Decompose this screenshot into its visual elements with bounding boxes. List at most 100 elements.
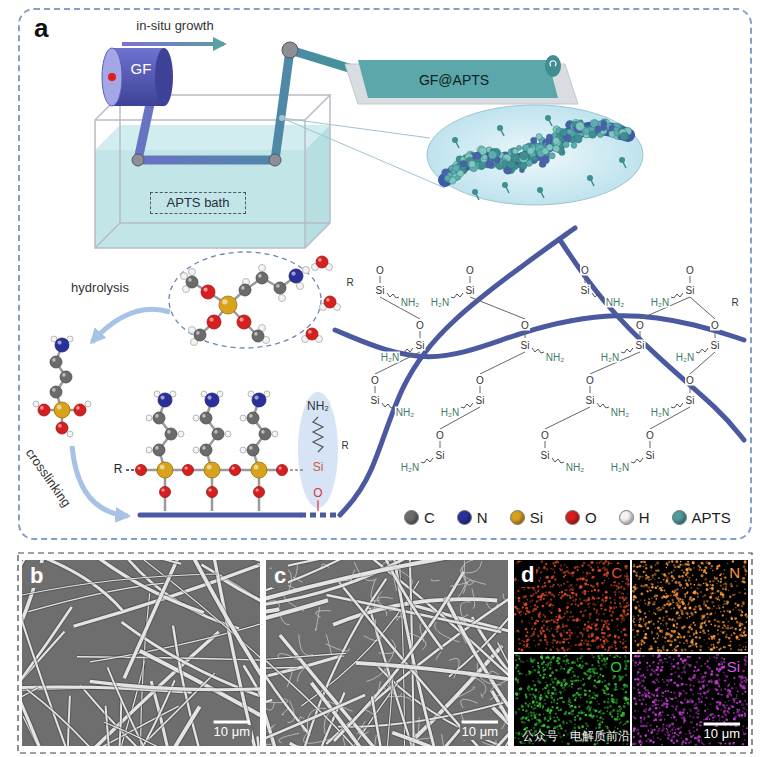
group-label: R: [340, 440, 349, 451]
group-label: H₂N: [440, 407, 460, 418]
legend-swatch: [510, 510, 525, 525]
atom-label: Si: [585, 395, 596, 406]
atom-label: Si: [465, 285, 476, 296]
atom-label: O: [475, 375, 485, 386]
eds-map-image: [514, 654, 630, 746]
element-label: Si: [725, 658, 742, 675]
atom-label: Si: [520, 340, 531, 351]
sem-panel: c10 μm: [266, 560, 508, 746]
legend-item: O: [565, 509, 597, 526]
atom-label: O: [585, 375, 595, 386]
atom-label: Si: [685, 285, 696, 296]
eds-map: Si 10 μm: [632, 654, 748, 746]
group-label: NH₂: [306, 400, 330, 413]
legend-text: Si: [530, 509, 543, 526]
element-label: N: [727, 564, 742, 581]
legend-item: APTS: [672, 509, 731, 526]
panel-letter: b: [28, 563, 45, 588]
panel-frame: aGFAPTS bathGF@APTS: [18, 8, 752, 540]
atom-label: O: [685, 265, 695, 276]
scale-bar: [214, 721, 250, 724]
atom-label: O: [685, 375, 695, 386]
group-label: NH₂: [565, 462, 585, 473]
eds-map-image: [514, 560, 630, 652]
element-label: C: [609, 564, 624, 581]
legend-swatch: [565, 510, 580, 525]
sem-image: [22, 560, 260, 746]
group-label: H₂N: [380, 352, 400, 363]
atom-label: Si: [370, 395, 381, 406]
legend: C N Si O H APTS: [404, 509, 731, 526]
sem-image: [266, 560, 508, 746]
bath-tank: [95, 95, 330, 248]
group-label: H₂N: [650, 297, 670, 308]
group-label: R: [730, 297, 739, 308]
legend-item: N: [457, 509, 488, 526]
fiber-zoom: [279, 105, 643, 205]
group-label: NH₂: [605, 297, 625, 308]
legend-item: H: [619, 509, 650, 526]
legend-text: H: [639, 509, 650, 526]
group-label: H₂N: [430, 297, 450, 308]
apts-molecule: [169, 252, 341, 348]
roll-label: GF: [124, 58, 158, 80]
group-label: NH₂: [545, 352, 565, 363]
process-arrow: [122, 42, 224, 46]
atom-label: O: [465, 265, 475, 276]
scale-bar: [462, 721, 498, 724]
legend-swatch: [619, 510, 634, 525]
process-label: in-situ growth: [135, 19, 214, 33]
group-label: H₂N: [400, 462, 420, 473]
atom-label: Si: [635, 340, 646, 351]
legend-item: C: [404, 509, 435, 526]
atom-label: Si: [645, 450, 656, 461]
atom-label: Si: [540, 450, 551, 461]
bath-name: APTS bath: [167, 196, 230, 211]
bath-box: APTS bath: [150, 192, 246, 214]
gf-roll: [102, 48, 173, 106]
group-label: H₂N: [600, 352, 620, 363]
legend-text: C: [424, 509, 435, 526]
eds-map-image: [632, 654, 748, 746]
watermark: 公众号 · 电解质前沿: [521, 730, 630, 743]
hydrolyzed-molecule: [33, 336, 91, 437]
atom-label: Si: [580, 285, 591, 296]
process-arrow: [72, 446, 128, 516]
atom-label: O: [435, 430, 445, 441]
group-label: H₂N: [675, 352, 695, 363]
process-label: crosslinking: [22, 445, 74, 510]
process-label: hydrolysis: [70, 281, 130, 295]
atom-label: O: [635, 320, 645, 331]
group-label: R: [113, 463, 124, 476]
panel-letter: c: [272, 563, 288, 588]
eds-panel: dCNOSi10 μm: [514, 560, 748, 746]
legend-swatch: [404, 510, 419, 525]
eds-map: O: [514, 654, 630, 746]
atom-label: O: [415, 320, 425, 331]
process-arrow: [92, 309, 170, 342]
panel-letter: a: [32, 14, 50, 44]
atom-label: O: [645, 430, 655, 441]
scale-label: 10 μm: [702, 727, 742, 742]
atom-label: O: [580, 265, 590, 276]
legend-swatch: [672, 510, 687, 525]
atom-label: O: [370, 375, 380, 386]
silane-network: [335, 228, 744, 515]
coated-sheet: [345, 55, 578, 104]
group-label: H₂N: [610, 462, 630, 473]
atom-label: Si: [475, 395, 486, 406]
group-label: R: [345, 277, 354, 288]
group-label: NH₂: [400, 297, 420, 308]
legend-text: N: [477, 509, 488, 526]
crosslinked-chain: [126, 391, 340, 515]
roll-name: GF: [131, 60, 152, 77]
scale-bar: [704, 723, 740, 726]
sem-panel: b 10 μm: [22, 560, 260, 746]
scale-label: 10 μm: [212, 725, 252, 740]
eds-map-image: [632, 560, 749, 652]
atom-label: Si: [710, 340, 721, 351]
atom-label: O: [520, 320, 530, 331]
atom-label: Si: [312, 461, 325, 474]
group-label: NH₂: [610, 407, 630, 418]
